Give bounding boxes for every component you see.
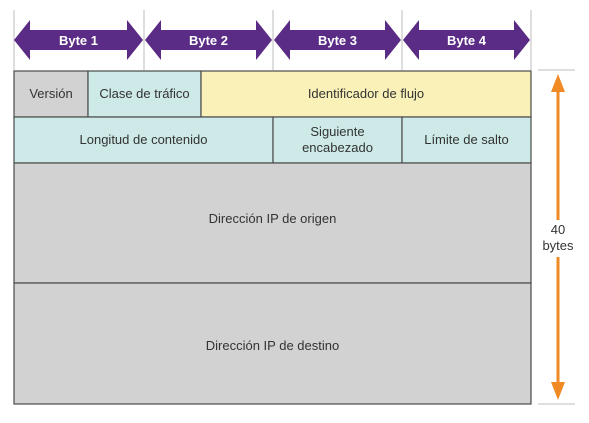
header-size-label: 40 bytes [540,220,576,257]
byte-4-label: Byte 4 [446,32,487,48]
byte-3-arrow [274,20,401,60]
payload-length-field: Longitud de contenido [79,132,208,148]
source-address-field: Dirección IP de origen [208,211,337,227]
byte-1-label: Byte 1 [58,32,99,48]
source-address-field-box [13,162,532,284]
byte-2-arrow [145,20,272,60]
flow-label-field: Identificador de flujo [307,86,425,102]
version-field-box [13,70,89,118]
destination-address-field: Dirección IP de destino [205,337,340,353]
version-field: Versión [29,86,73,102]
byte-4-arrow [403,20,530,60]
destination-address-field-box [13,282,532,405]
byte-3-label: Byte 3 [317,32,358,48]
traffic-class-field: Clase de tráfico [99,86,190,102]
next-header-field: Siguiente encabezado [302,124,373,155]
hop-limit-field-box [401,116,532,164]
size-arrow-head-down [551,382,565,400]
byte-2-label: Byte 2 [188,32,229,48]
size-arrow-head-up [551,74,565,92]
hop-limit-field: Límite de salto [424,132,509,148]
byte-1-arrow [14,20,143,60]
